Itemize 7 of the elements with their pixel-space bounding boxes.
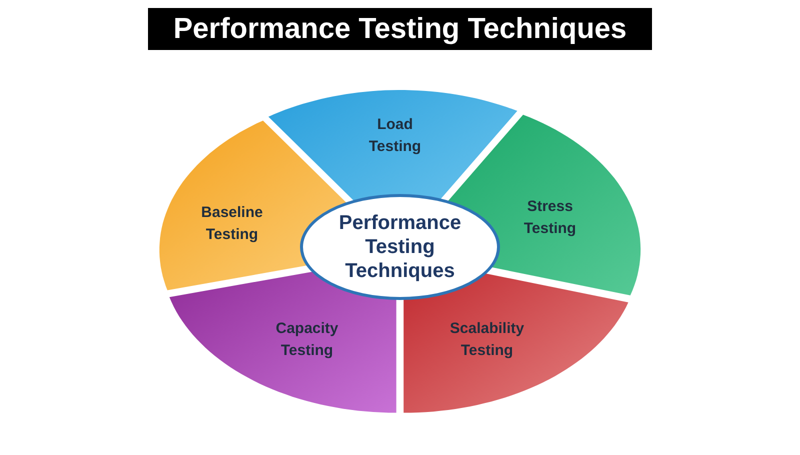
segment-label: Baseline Testing (200, 203, 264, 245)
segment-label: Stress Testing (522, 197, 578, 239)
center-label: Performance Testing Techniques (338, 211, 462, 283)
segment-label: Capacity Testing (274, 319, 340, 361)
segment-label: Scalability Testing (448, 319, 526, 361)
title-bar: Performance Testing Techniques (148, 8, 652, 50)
segment-label: Load Testing (368, 115, 422, 157)
